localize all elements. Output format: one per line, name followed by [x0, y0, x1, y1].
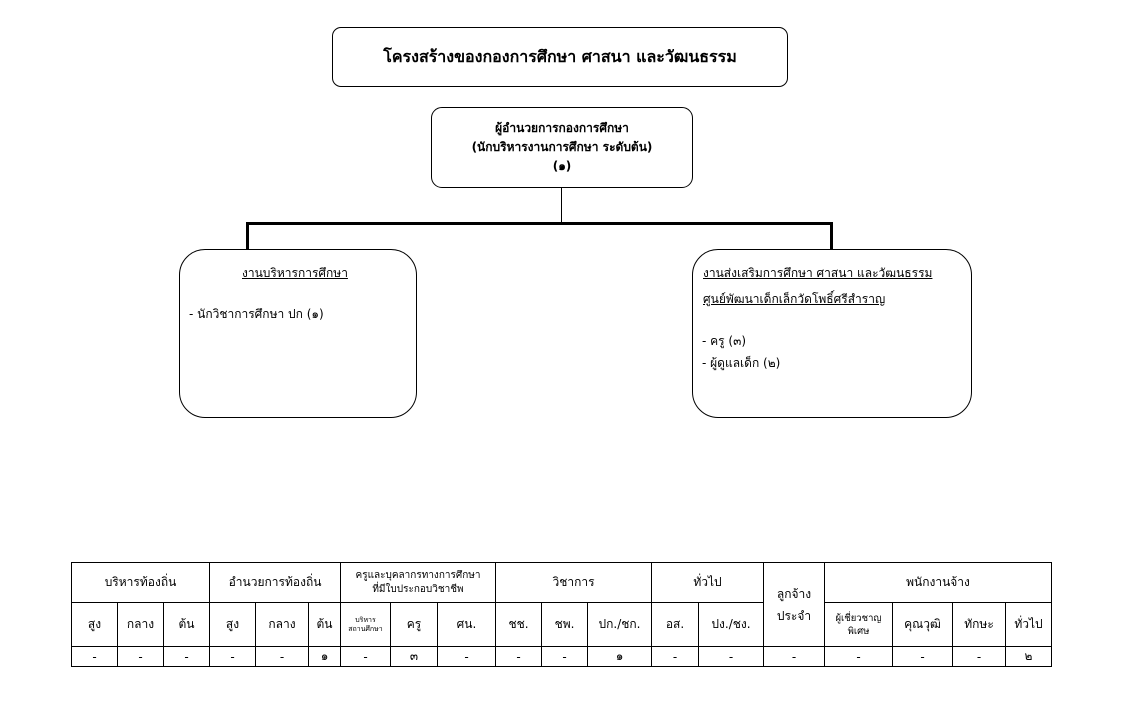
value-cell: - [651, 646, 699, 667]
subheader-cell: สูง [209, 602, 256, 647]
subheader-cell: ปง./ชง. [698, 602, 764, 647]
connector-drop-right [830, 222, 833, 250]
value-cell: - [340, 646, 391, 667]
subheader-cell: ปก./ชก. [587, 602, 652, 647]
value-cell: - [892, 646, 953, 667]
table-value-row: - - - - - ๑ - ๓ - - - ๑ - - - - - - ๒ [71, 646, 1052, 667]
subheader-cell: คุณวุฒิ [892, 602, 953, 647]
value-cell: - [495, 646, 542, 667]
value-cell: ๑ [308, 646, 341, 667]
chart-title-box: โครงสร้างของกองการศึกษา ศาสนา และวัฒนธรร… [332, 27, 788, 87]
subheader-cell: ศน. [437, 602, 496, 647]
subheader-cell: กลาง [255, 602, 309, 647]
subheader-cell: ต้น [308, 602, 341, 647]
group-header-admin: บริหารท้องถิ่น [71, 562, 210, 603]
value-cell: - [117, 646, 164, 667]
value-cell: - [541, 646, 588, 667]
subheader-cell: ชพ. [541, 602, 588, 647]
subheader-cell: บริหาร สถานศึกษา [340, 602, 391, 647]
value-cell: - [763, 646, 825, 667]
value-cell: - [698, 646, 764, 667]
value-cell: - [163, 646, 210, 667]
manpower-table: บริหารท้องถิ่น อำนวยการท้องถิ่น ครูและบุ… [71, 562, 1052, 667]
value-cell: - [437, 646, 496, 667]
group-header-director: อำนวยการท้องถิ่น [209, 562, 341, 603]
subheader-cell: สูง [71, 602, 118, 647]
director-level: (นักบริหารงานการศึกษา ระดับต้น) [471, 140, 653, 154]
value-cell: - [952, 646, 1006, 667]
value-cell: ๓ [390, 646, 438, 667]
group-header-regular-employee: ลูกจ้าง ประจำ [763, 562, 825, 647]
table-group-header-row: บริหารท้องถิ่น อำนวยการท้องถิ่น ครูและบุ… [71, 562, 1052, 647]
group-header-contract: พนักงานจ้าง [824, 562, 1052, 603]
subheader-cell: ผู้เชี่ยวชาญ พิเศษ [824, 602, 893, 647]
subheader-cell: อส. [651, 602, 699, 647]
subheader-cell: ทักษะ [952, 602, 1006, 647]
director-count: (๑) [552, 159, 572, 173]
director-title: ผู้อำนวยการกองการศึกษา [495, 121, 629, 135]
unit-box-education-promotion: งานส่งเสริมการศึกษา ศาสนา และวัฒนธรรม ศู… [692, 249, 972, 418]
connector-drop-left [246, 222, 249, 250]
value-cell: ๑ [587, 646, 652, 667]
value-cell: - [209, 646, 256, 667]
value-cell: - [824, 646, 893, 667]
director-box: ผู้อำนวยการกองการศึกษา (นักบริหารงานการศ… [431, 107, 693, 188]
unit-staff-item: - ครู (๓) [702, 334, 746, 348]
value-cell: ๒ [1005, 646, 1052, 667]
value-cell: - [71, 646, 118, 667]
subheader-cell: ชช. [495, 602, 542, 647]
chart-title: โครงสร้างของกองการศึกษา ศาสนา และวัฒนธรร… [383, 46, 737, 66]
subheader-cell: ต้น [163, 602, 210, 647]
unit-staff-item: - นักวิชาการศึกษา ปก (๑) [189, 307, 324, 321]
value-cell: - [255, 646, 309, 667]
subheader-cell: ทั่วไป [1005, 602, 1052, 647]
unit-title-education-admin: งานบริหารการศึกษา [242, 266, 348, 280]
unit-title-child-center: ศูนย์พัฒนาเด็กเล็กวัดโพธิ์ศรีสำราญ [703, 292, 886, 306]
connector-vertical-top [561, 188, 562, 223]
connector-horizontal [246, 222, 833, 225]
subheader-cell: ครู [390, 602, 438, 647]
unit-title-education-promotion: งานส่งเสริมการศึกษา ศาสนา และวัฒนธรรม [703, 266, 933, 280]
unit-staff-item: - ผู้ดูแลเด็ก (๒) [702, 356, 781, 370]
group-header-teacher: ครูและบุคลากรทางการศึกษา ที่มีใบประกอบวิ… [340, 562, 496, 603]
table-subheader-row: สูง กลาง ต้น สูง กลาง ต้น บริหาร สถานศึก… [71, 602, 1052, 647]
unit-box-education-admin: งานบริหารการศึกษา - นักวิชาการศึกษา ปก (… [179, 249, 417, 418]
group-header-academic: วิชาการ [495, 562, 652, 603]
subheader-cell: กลาง [117, 602, 164, 647]
group-header-general: ทั่วไป [651, 562, 764, 603]
